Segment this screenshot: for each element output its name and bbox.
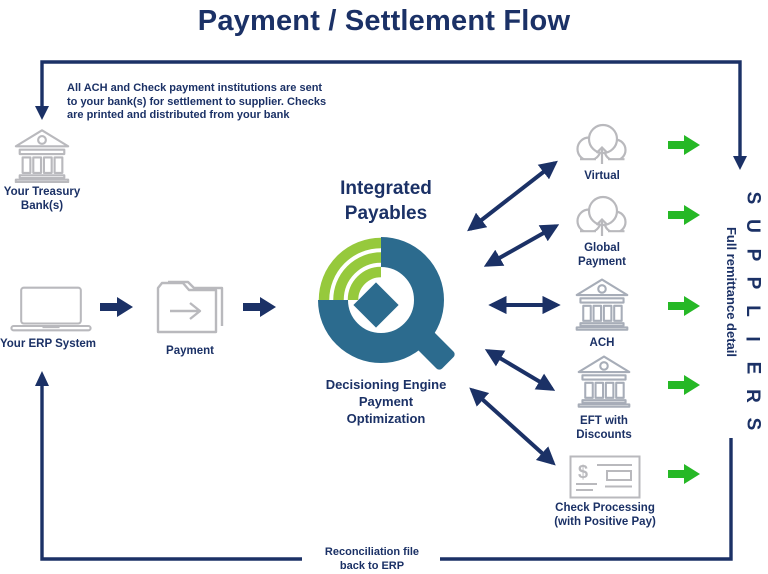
treasury-bank-icon: [11, 126, 73, 183]
arrow-engine-check: [469, 387, 556, 466]
decisioning-engine-subtitle: Decisioning Engine Payment Optimization: [325, 377, 447, 426]
arrow-engine-global-payment: [483, 224, 560, 267]
arrowhead-to-erp: [35, 371, 49, 386]
eft-bank-icon: [574, 352, 634, 408]
erp-laptop-icon: [10, 286, 92, 332]
check-processing-icon: [569, 455, 641, 499]
check-processing-label: Check Processing (with Positive Pay): [554, 502, 656, 529]
erp-label: Your ERP System: [0, 338, 97, 350]
virtual-cloud-icon: [570, 118, 634, 168]
settlement-path: [40, 60, 742, 158]
arrow-virtual-to-suppliers: [668, 135, 700, 155]
arrow-erp-to-payment: [100, 297, 133, 317]
arrow-check-to-suppliers: [668, 464, 700, 484]
arrow-payment-to-engine: [243, 297, 276, 317]
reconciliation-note: Reconciliation file back to ERP: [324, 546, 420, 572]
global-payment-label: Global Payment: [578, 242, 626, 269]
reconciliation-path-right: [440, 438, 733, 561]
arrow-global-to-suppliers: [668, 205, 700, 225]
eft-label: EFT with Discounts: [576, 415, 632, 442]
arrow-eft-to-suppliers: [668, 375, 700, 395]
ach-bank-icon: [572, 275, 632, 331]
page-title: Payment / Settlement Flow: [197, 5, 571, 37]
payment-folder-icon: [154, 274, 226, 338]
q-signal-logo: [306, 228, 466, 380]
arrow-ach-to-suppliers: [668, 296, 700, 316]
ach-label: ACH: [589, 337, 615, 349]
reconciliation-path-left: [40, 384, 302, 561]
arrow-engine-virtual: [467, 160, 558, 232]
settlement-note: All ACH and Check payment institutions a…: [67, 82, 327, 122]
integrated-payables-title: Integrated Payables: [340, 178, 432, 224]
virtual-label: Virtual: [584, 170, 620, 182]
arrowhead-to-suppliers: [733, 156, 747, 170]
arrow-engine-eft: [484, 349, 556, 391]
remittance-label: Full remittance detail: [724, 226, 739, 358]
treasury-bank-label: Your Treasury Bank(s): [3, 186, 81, 213]
payment-label: Payment: [166, 345, 214, 357]
global-payment-cloud-icon: [570, 190, 634, 240]
arrowhead-to-treasury-bank: [35, 106, 49, 120]
